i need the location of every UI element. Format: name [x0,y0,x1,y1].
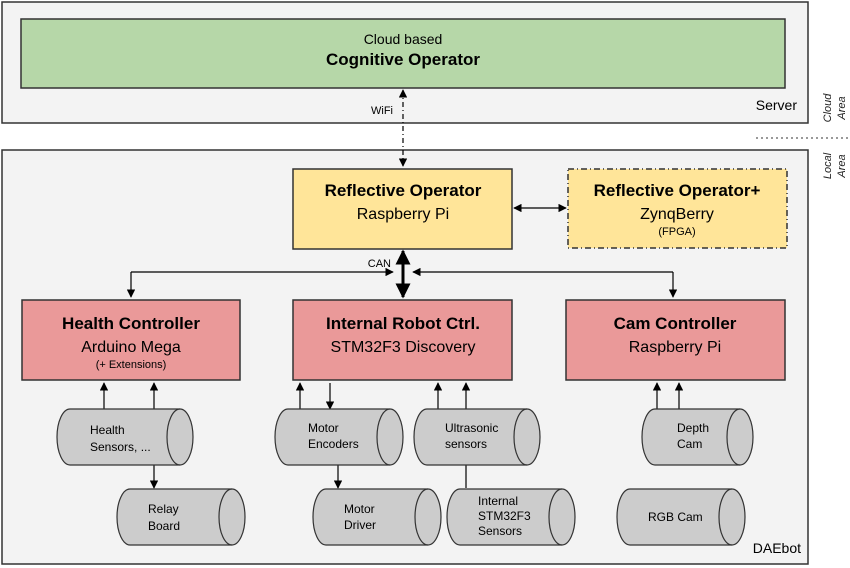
side-labels: Cloud Area Local Area [756,93,848,179]
internal-robot-controller-box: Internal Robot Ctrl. STM32F3 Discovery [292,299,513,381]
rgb-cam-line1: RGB Cam [648,510,703,524]
internal-sensors-line1: Internal [478,494,518,508]
device-internal-sensors: Internal STM32F3 Sensors [446,488,576,546]
cognitive-operator-box: Cloud based Cognitive Operator [20,18,786,89]
motor-driver-line1: Motor [344,502,375,516]
relay-board-line2: Board [148,519,180,533]
cam-subtitle: Raspberry Pi [629,339,721,356]
can-label: CAN [368,258,391,270]
wifi-label: WiFi [371,105,393,117]
cam-title: Cam Controller [614,314,737,333]
health-note: (+ Extensions) [96,359,167,371]
reflective-plus-subtitle: ZynqBerry [640,206,714,223]
device-motor-encoders: Motor Encoders [274,408,404,466]
device-health-sensors: Health Sensors, ... [56,408,194,466]
device-relay-board: Relay Board [116,488,246,546]
device-depth-cam: Depth Cam [641,408,754,466]
internal-subtitle: STM32F3 Discovery [331,339,476,356]
reflective-plus-note: (FPGA) [658,226,695,238]
internal-title: Internal Robot Ctrl. [326,314,480,333]
motor-encoders-line1: Motor [308,421,339,435]
cloud-area-label-1: Cloud [822,93,834,123]
reflective-subtitle: Raspberry Pi [357,206,449,223]
reflective-operator-plus-box: Reflective Operator+ ZynqBerry (FPGA) [567,168,788,249]
motor-driver-line2: Driver [344,518,376,532]
local-area-label-2: Area [836,154,848,178]
local-area-label-1: Local [822,152,834,179]
internal-sensors-line3: Sensors [478,524,522,538]
cognitive-title: Cognitive Operator [326,50,480,69]
wifi-link: WiFi [371,89,408,167]
device-ultrasonic-sensors: Ultrasonic sensors [413,408,541,466]
device-motor-driver: Motor Driver [312,488,442,546]
device-arrows [99,382,684,489]
reflective-operator-box: Reflective Operator Raspberry Pi [292,168,513,250]
cloud-area-label-2: Area [836,96,848,120]
health-controller-box: Health Controller Arduino Mega (+ Extens… [21,299,241,381]
ultrasonic-line2: sensors [445,437,487,451]
ultrasonic-line1: Ultrasonic [445,421,498,435]
motor-encoders-line2: Encoders [308,437,359,451]
health-sensors-line2: Sensors, ... [90,440,151,454]
depth-cam-line1: Depth [677,421,709,435]
cam-controller-box: Cam Controller Raspberry Pi [565,299,786,381]
internal-sensors-line2: STM32F3 [478,509,531,523]
depth-cam-line2: Cam [677,437,702,451]
relay-board-line1: Relay [148,502,179,516]
cognitive-line1: Cloud based [364,31,443,47]
can-bus: CAN [126,249,678,299]
health-title: Health Controller [62,314,200,333]
server-label: Server [756,97,798,113]
health-subtitle: Arduino Mega [81,339,181,356]
reflective-title: Reflective Operator [325,181,482,200]
reflective-plus-title: Reflective Operator+ [594,181,761,200]
device-rgb-cam: RGB Cam [616,488,746,546]
robot-label: DAEbot [753,540,801,556]
health-sensors-line1: Health [90,423,125,437]
